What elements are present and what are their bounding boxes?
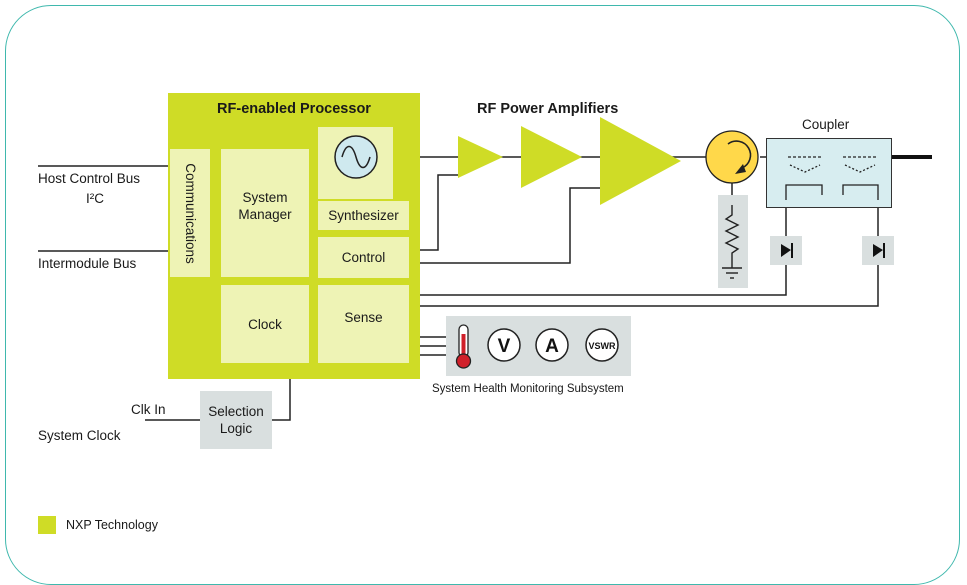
system-clock-label: System Clock: [38, 428, 121, 443]
control-block: Control: [318, 237, 409, 278]
diode-2-icon: [873, 243, 885, 258]
synthesizer-block: Synthesizer: [318, 201, 409, 230]
symbol-layer: V A VSWR: [334, 117, 894, 369]
system-manager-block: System Manager: [221, 149, 309, 277]
intermodule-bus-label: Intermodule Bus: [38, 256, 137, 271]
selection-logic-block: Selection Logic: [200, 391, 272, 449]
vswr-symbol: VSWR: [589, 341, 617, 351]
legend-label: NXP Technology: [66, 518, 158, 532]
selection-logic-line1: Selection: [208, 404, 264, 419]
voltage-symbol: V: [498, 336, 511, 357]
system-manager-label-line2: Manager: [238, 207, 292, 222]
host-control-bus-label: Host Control Bus: [38, 171, 141, 186]
coupler-lines-icon: [785, 156, 879, 200]
clock-block: Clock: [221, 285, 309, 363]
vswr-icon: [585, 328, 619, 362]
circulator-arrow-icon: [727, 140, 752, 169]
coupler-label: Coupler: [802, 117, 850, 132]
thermometer-icon: [455, 324, 472, 369]
current-icon: [535, 328, 569, 362]
sine-wave-icon: [341, 145, 371, 169]
communications-block: Communications: [170, 149, 210, 277]
voltage-icon: [487, 328, 521, 362]
health-caption: System Health Monitoring Subsystem: [432, 383, 624, 395]
amplifier-1-icon: [458, 136, 503, 178]
selection-logic-line2: Logic: [219, 421, 253, 436]
clk-in-label: Clk In: [131, 402, 166, 417]
amplifier-2-icon: [521, 126, 582, 188]
i2c-label: I²C: [86, 191, 104, 206]
amplifier-3-icon: [600, 117, 681, 205]
legend-swatch: [38, 516, 56, 534]
sense-block: Sense: [318, 285, 409, 363]
processor-title: RF-enabled Processor: [217, 101, 371, 117]
amplifiers-title: RF Power Amplifiers: [477, 101, 619, 117]
current-symbol: A: [545, 336, 559, 357]
resistor-icon: [724, 205, 740, 268]
diode-1-icon: [781, 243, 793, 258]
coupler-block: [766, 138, 892, 208]
ground-icon: [722, 267, 742, 279]
system-manager-label-line1: System: [242, 190, 288, 205]
